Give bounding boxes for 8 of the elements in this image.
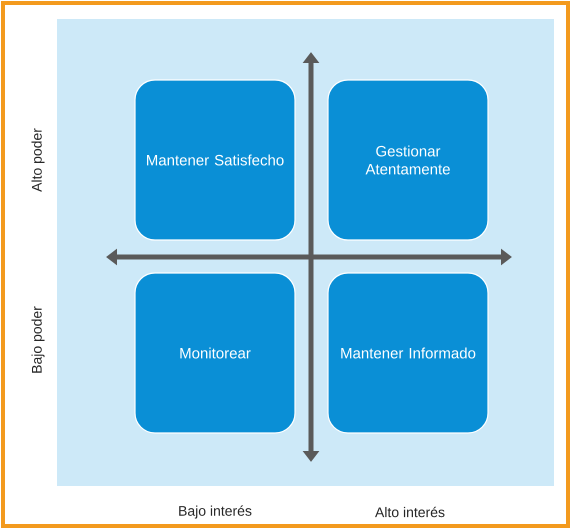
axis-label: Alto poder	[31, 128, 45, 192]
axis-label: Bajo interés	[179, 505, 252, 519]
quadrant-box: Mantener Satisfecho	[134, 79, 296, 241]
axis-label: Bajo poder	[31, 306, 45, 373]
axis-label: Alto interés	[375, 506, 444, 518]
quadrant-box: Monitorear	[134, 272, 296, 434]
quadrant-box: Gestionar Atentamente	[327, 79, 489, 241]
quadrant-box: Mantener Informado	[327, 272, 489, 434]
